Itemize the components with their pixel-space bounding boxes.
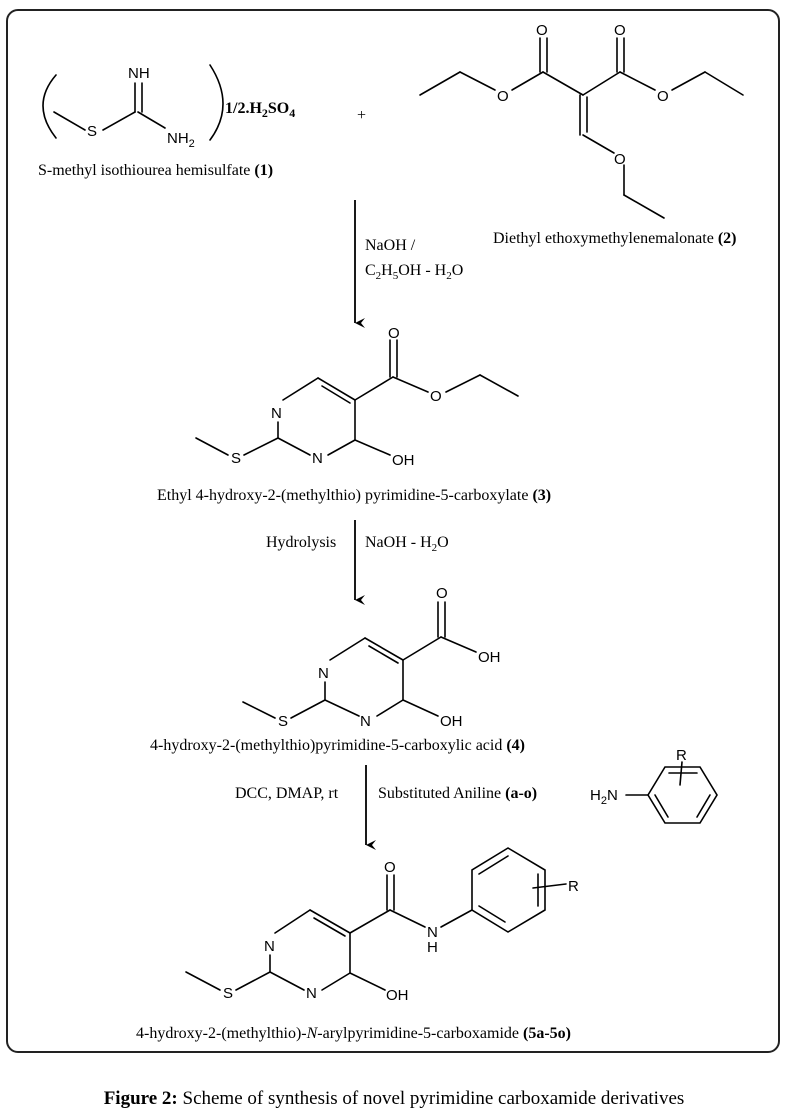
o-atom: O	[614, 151, 626, 168]
oh-group: OH	[386, 987, 409, 1004]
r-substituent: R	[568, 878, 579, 895]
compound-2-name: Diethyl ethoxymethylenemalonate (2)	[493, 230, 736, 247]
amide-n-atom: N	[427, 924, 438, 941]
compound-4-name: 4-hydroxy-2-(methylthio)pyrimidine-5-car…	[150, 737, 525, 754]
h2n-group: H2N	[590, 787, 618, 807]
step2-condition-right: NaOH - H2O	[365, 534, 449, 554]
n-atom: N	[312, 450, 323, 467]
step1-reagent-line1: NaOH /	[365, 237, 416, 254]
step3-condition-left: DCC, DMAP, rt	[235, 785, 339, 802]
compound-3-structure: N S N OH O O Ethyl 4-hydroxy-2-(methylth…	[157, 325, 551, 504]
s-atom: S	[223, 985, 233, 1002]
compound-1-name: S-methyl isothiourea hemisulfate (1)	[38, 162, 273, 179]
amide-h-atom: H	[427, 939, 438, 956]
n-atom: N	[264, 938, 275, 955]
figure-caption-text: Scheme of synthesis of novel pyrimidine …	[177, 1088, 685, 1109]
compound-5-structure: N S N OH O N H R 4-hydroxy-2-(methylthio…	[136, 847, 579, 1042]
compound-3-name: Ethyl 4-hydroxy-2-(methylthio) pyrimidin…	[157, 487, 551, 504]
compound-2-structure: O O O O O Diethyl ethoxymethylenemalonat…	[419, 22, 744, 247]
n-atom: N	[306, 985, 317, 1002]
o-atom: O	[436, 585, 448, 602]
o-atom: O	[430, 388, 442, 405]
compound-4-structure: N S N OH O OH 4-hydroxy-2-(methylthio)py…	[150, 585, 525, 754]
substituted-aniline-structure: H2N R	[590, 747, 718, 824]
plus-sign: +	[357, 107, 366, 124]
o-atom: O	[657, 88, 669, 105]
nh-atom: NH	[128, 65, 150, 82]
right-parenthesis	[209, 64, 224, 141]
compound-1-structure: S NH NH2 1/2.H2SO4 S-methyl isothiourea …	[38, 64, 295, 179]
nh2-atom: NH2	[167, 130, 195, 150]
s-atom: S	[87, 123, 97, 140]
left-parenthesis	[42, 74, 57, 139]
o-atom: O	[388, 325, 400, 342]
s-atom: S	[278, 713, 288, 730]
o-atom: O	[497, 88, 509, 105]
figure-label: Figure 2:	[103, 1088, 178, 1109]
s-atom: S	[231, 450, 241, 467]
o-atom: O	[384, 859, 396, 876]
step3-condition-right: Substituted Aniline (a-o)	[378, 785, 537, 802]
r-substituent: R	[676, 747, 687, 764]
oh-group: OH	[478, 649, 501, 666]
oh-group: OH	[440, 713, 463, 730]
o-atom: O	[614, 22, 626, 39]
step1-reagent-line2: C2H5OH - H2O	[365, 262, 463, 282]
oh-group: OH	[392, 452, 415, 469]
figure-caption: Figure 2: Scheme of synthesis of novel p…	[0, 1088, 788, 1110]
step2-condition-left: Hydrolysis	[266, 534, 336, 551]
scheme-frame	[6, 9, 780, 1053]
hemisulfate-label: 1/2.H2SO4	[225, 100, 295, 120]
o-atom: O	[536, 22, 548, 39]
n-atom: N	[360, 713, 371, 730]
compound-5-name: 4-hydroxy-2-(methylthio)-N-arylpyrimidin…	[136, 1025, 571, 1042]
n-atom: N	[271, 405, 282, 422]
n-atom: N	[318, 665, 329, 682]
